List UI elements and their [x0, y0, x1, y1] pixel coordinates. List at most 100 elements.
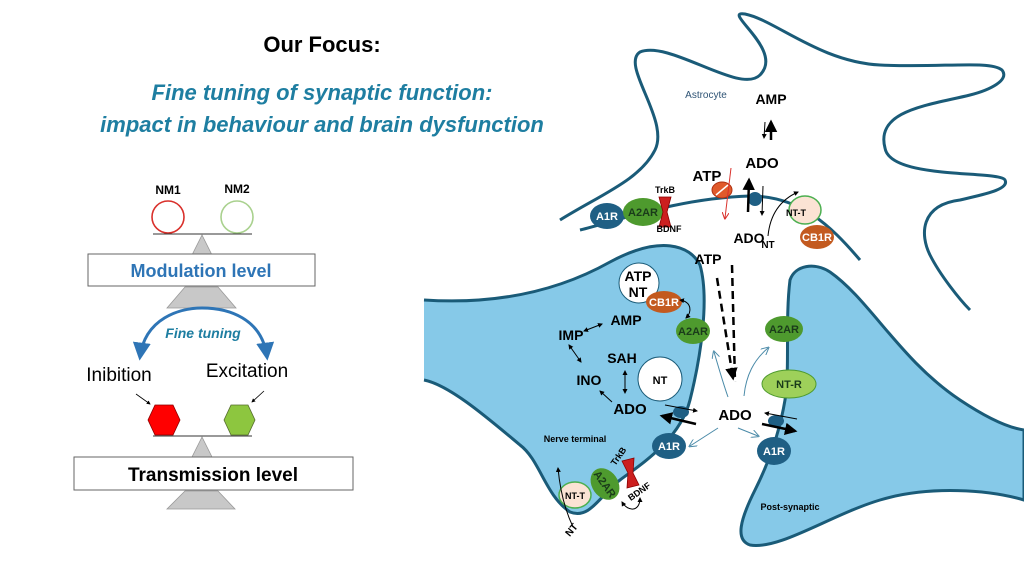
transmission-level-box [73, 456, 354, 491]
nt-uptake-arrow [555, 467, 574, 528]
nt-a1r [652, 433, 686, 459]
vesicle-nt-label: NT [629, 284, 648, 300]
astro-a2ar-label: A2AR [628, 207, 658, 219]
nm2-circle [220, 200, 254, 234]
astro-cb1r-label: CB1R [802, 232, 832, 244]
astro-ent-transporter [748, 192, 762, 206]
nerve-terminal: ATP NT CB1R A2AR AMP IMP SAH NT INO ADO … [423, 244, 710, 539]
modulation-fulcrum [166, 286, 237, 309]
imp-ino-arrow [568, 344, 582, 363]
astro-trkb-receptor [658, 196, 672, 228]
nt-a2ar-top-label: A2AR [678, 326, 708, 338]
ado-ino-arrow [599, 390, 613, 403]
ado-to-a2ar-postsyn-arrow [743, 348, 768, 397]
astro-cb1r [800, 225, 834, 249]
fine-tuning-label: Fine tuning [165, 325, 241, 341]
cleft-atp: ATP [695, 251, 722, 267]
atp-diffusion-dashed-1 [715, 277, 738, 381]
imp-amp-arrow [583, 323, 603, 332]
astrocyte-membrane [559, 12, 1007, 312]
nt-a2ar-bottom [590, 468, 620, 500]
vesicle-nt-only-label: NT [653, 375, 668, 387]
astrocyte-atp: ATP [693, 168, 722, 185]
astrocyte: Astrocyte AMP ADO ATP ADO NT A1R A2AR Tr… [559, 12, 1007, 312]
nt-nt-transporter [558, 481, 592, 509]
astro-a2ar [623, 198, 663, 226]
excitation-pointer [251, 390, 265, 403]
nt-amp: AMP [610, 312, 641, 328]
ps-ntr-label: NT-R [776, 379, 802, 391]
vesicle-atp-nt [618, 262, 660, 304]
subtitle-line-2: impact in behaviour and brain dysfunctio… [100, 112, 544, 137]
excitation-hexagon [223, 404, 256, 436]
nt-a2ar-top [676, 318, 710, 344]
ps-a2ar [765, 316, 803, 342]
cleft-ado: ADO [718, 407, 752, 424]
ps-ent-transporter [768, 415, 784, 427]
astro-nt-t-label: NT-T [786, 208, 806, 218]
nerve-terminal-body [424, 245, 705, 514]
astrocyte-label: Astrocyte [685, 90, 727, 101]
inhibition-label: Inibition [86, 365, 152, 386]
ps-ent-out-arrow [764, 411, 798, 420]
astro-trkb-label: TrkB [655, 185, 676, 195]
nt-ado: ADO [613, 401, 647, 418]
ps-a2ar-label: A2AR [769, 324, 799, 336]
cb1r-a2ar-interaction-arrow [679, 298, 691, 319]
astro-ent-up-arrow [742, 177, 755, 213]
amp-ado-arrow-down [761, 121, 767, 139]
astrocyte-ado-top: ADO [745, 155, 779, 172]
inhibition-hexagon [147, 404, 181, 436]
ps-ent-in-arrow [761, 422, 798, 436]
bdnf-a2ar-interaction-arrow [621, 497, 643, 510]
excitation-label: Excitation [206, 361, 288, 382]
nt-sah: SAH [607, 350, 637, 366]
nt-a1r-label: A1R [658, 441, 680, 453]
nt-imp: IMP [559, 327, 584, 343]
post-synaptic: A2AR NT-R A1R Post-synaptic [739, 264, 1024, 547]
astro-bdnf-label: BDNF [657, 224, 682, 234]
nm1-circle [151, 200, 185, 234]
astro-nt-transporter [788, 195, 822, 225]
ado-to-a2ar-presyn-arrow [714, 352, 729, 398]
vesicle-nt [637, 356, 683, 402]
atp-diffusion-dashed-2 [730, 264, 737, 383]
nt-ent-out-arrow [664, 404, 698, 413]
astrocyte-ado-bottom: ADO [733, 230, 764, 246]
inhibition-pointer [135, 393, 151, 405]
fine-tuning-arrow [132, 306, 275, 361]
top-fulcrum [191, 234, 213, 256]
astrocyte-nt: NT [761, 240, 774, 251]
nt-nt-t-label: NT-T [565, 491, 585, 501]
astro-a1r [590, 203, 624, 229]
astro-a1r-label: A1R [596, 211, 618, 223]
bottom-fulcrum [191, 436, 213, 458]
transmission-level-label: Transmission level [128, 465, 298, 486]
post-synaptic-label: Post-synaptic [760, 502, 819, 512]
synaptic-cleft: ATP ADO [690, 251, 768, 446]
ps-ntr [761, 369, 817, 399]
transmission-fulcrum [166, 490, 236, 510]
ps-a1r-label: A1R [763, 446, 785, 458]
nm1-label: NM1 [155, 183, 181, 197]
modulation-level-label: Modulation level [130, 261, 271, 281]
atp-release-arrow [725, 167, 732, 218]
subtitle-line-1: Fine tuning of synaptic function: [152, 80, 493, 105]
nt-trkb-receptor [621, 457, 640, 489]
nerve-terminal-label: Nerve terminal [544, 434, 607, 444]
ps-a1r [757, 437, 791, 465]
ado-to-a1r-presyn-arrow [690, 427, 719, 446]
astrocyte-amp: AMP [755, 91, 786, 107]
vesicle-atp-label: ATP [625, 268, 652, 284]
astro-nt-uptake-arrow [767, 191, 799, 237]
nt-ino: INO [577, 372, 602, 388]
nt-ent-in-arrow [659, 412, 697, 426]
balance-diagram: NM1 NM2 Modulation level Fine tuning Ini… [73, 182, 354, 510]
blocked-slash [715, 184, 729, 196]
nt-cb1r-label: CB1R [649, 297, 679, 309]
ado-to-a1r-postsyn-arrow [737, 427, 758, 436]
astro-ent-down-arrow [759, 185, 765, 216]
slide-title: Our Focus: [263, 32, 380, 57]
nt-cb1r [646, 291, 682, 313]
